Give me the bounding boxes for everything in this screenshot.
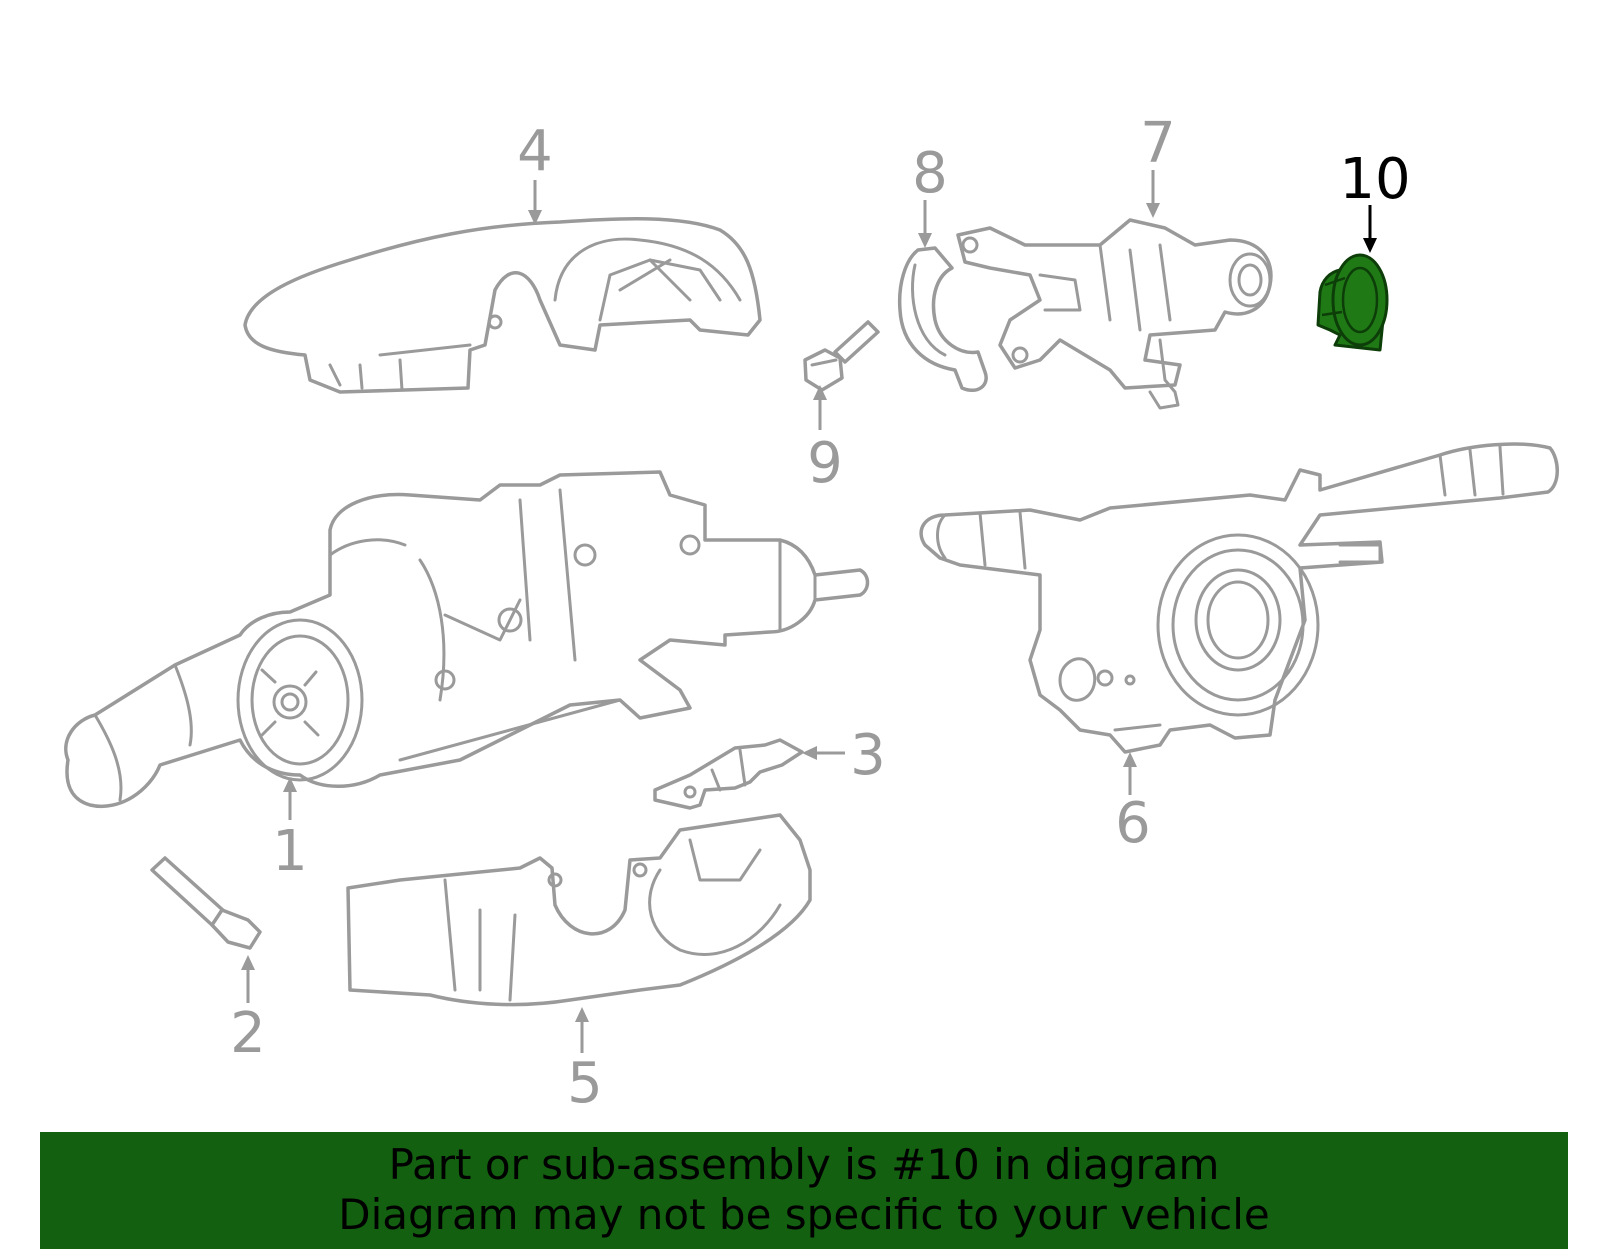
- callout-2: 2: [230, 1001, 266, 1066]
- part-6-multifunction-switch[interactable]: [919, 442, 1559, 754]
- callout-1: 1: [272, 819, 308, 884]
- callout-5: 5: [567, 1051, 603, 1116]
- banner-line-1: Part or sub-assembly is #10 in diagram: [388, 1140, 1220, 1189]
- part-9-bolt[interactable]: [803, 320, 880, 392]
- callout-10: 10: [1339, 147, 1410, 212]
- banner-line-2: Diagram may not be specific to your vehi…: [338, 1190, 1270, 1239]
- part-4-upper-shroud[interactable]: [243, 217, 762, 394]
- callout-3: 3: [850, 723, 886, 788]
- callout-6: 6: [1115, 791, 1151, 856]
- part-7-lock-housing[interactable]: [956, 218, 1273, 410]
- part-3-bracket[interactable]: [653, 738, 804, 810]
- callout-4: 4: [517, 119, 553, 184]
- callout-leaders: [241, 170, 1377, 1053]
- info-banner: Part or sub-assembly is #10 in diagram D…: [40, 1132, 1568, 1249]
- callout-7: 7: [1140, 111, 1176, 176]
- part-8-bracket[interactable]: [897, 246, 988, 393]
- part-10-ring[interactable]: [1316, 253, 1389, 352]
- part-5-lower-shroud[interactable]: [346, 813, 812, 1007]
- callout-9: 9: [807, 431, 843, 496]
- part-1-steering-column[interactable]: [64, 470, 870, 809]
- callout-8: 8: [912, 141, 948, 206]
- part-2-bolt[interactable]: [150, 856, 262, 950]
